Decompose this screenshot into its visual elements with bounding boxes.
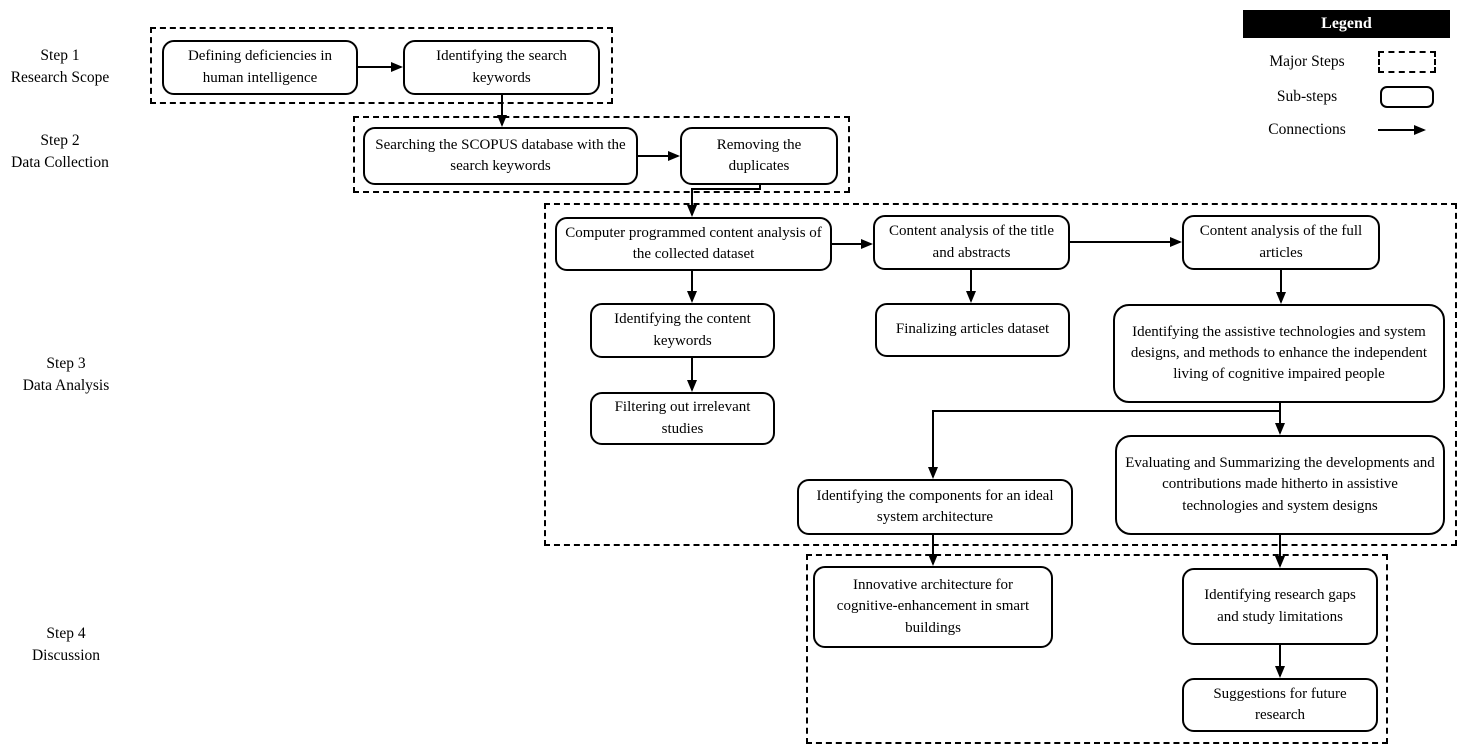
node-label: Defining deficiencies in human intellige… (187, 48, 333, 86)
legend-row-sub-steps: Sub-steps (1243, 86, 1450, 108)
node-label: Evaluating and Summarizing the developme… (1125, 455, 1435, 514)
node-removing-duplicates: Removing the duplicates (680, 127, 838, 185)
step-2-label: Step 2 Data Collection (0, 130, 120, 174)
node-evaluating-summarizing: Evaluating and Summarizing the developme… (1115, 435, 1445, 535)
node-label: Finalizing articles dataset (895, 321, 1050, 338)
node-identifying-components-ideal-architecture: Identifying the components for an ideal … (797, 479, 1073, 535)
step-2-subtitle: Data Collection (11, 154, 109, 171)
node-computer-programmed-analysis: Computer programmed content analysis of … (555, 217, 832, 271)
step-4-subtitle: Discussion (31, 647, 101, 664)
node-suggestions-future-research: Suggestions for future research (1182, 678, 1378, 732)
node-content-analysis-full-articles: Content analysis of the full articles (1182, 215, 1380, 270)
major-step-4-group (806, 554, 1388, 744)
node-label: Content analysis of the full articles (1199, 223, 1363, 261)
step-1-subtitle: Research Scope (10, 69, 110, 86)
node-label: Removing the duplicates (716, 136, 802, 174)
node-content-analysis-title-abstracts: Content analysis of the title and abstra… (873, 215, 1070, 270)
node-identifying-content-keywords: Identifying the content keywords (590, 303, 775, 358)
node-label: Computer programmed content analysis of … (565, 224, 822, 262)
step-3-subtitle: Data Analysis (22, 377, 110, 394)
step-1-title: Step 1 (40, 47, 80, 64)
node-identifying-search-keywords: Identifying the search keywords (403, 40, 600, 95)
node-label: Identifying the components for an ideal … (816, 487, 1054, 525)
node-label: Identifying the content keywords (614, 311, 751, 349)
major-step-2-group (353, 116, 850, 193)
step-2-title: Step 2 (40, 132, 80, 149)
dashed-rectangle-icon (1378, 51, 1436, 73)
node-searching-scopus: Searching the SCOPUS database with the s… (363, 127, 638, 185)
step-3-label: Step 3 Data Analysis (5, 353, 127, 397)
step-4-label: Step 4 Discussion (5, 623, 127, 667)
legend-label-sub-steps: Sub-steps (1276, 88, 1338, 105)
node-label: Identifying the assistive technologies a… (1130, 323, 1428, 383)
step-4-title: Step 4 (46, 625, 86, 642)
node-finalizing-articles-dataset: Finalizing articles dataset (875, 303, 1070, 357)
node-filtering-irrelevant-studies: Filtering out irrelevant studies (590, 392, 775, 445)
node-label: Identifying research gaps and study limi… (1204, 587, 1356, 625)
node-identifying-research-gaps: Identifying research gaps and study limi… (1182, 568, 1378, 645)
node-label: Identifying the search keywords (436, 48, 567, 86)
node-innovative-architecture: Innovative architecture for cognitive-en… (813, 566, 1053, 648)
node-defining-deficiencies: Defining deficiencies in human intellige… (162, 40, 358, 95)
node-label: Filtering out irrelevant studies (614, 399, 751, 437)
node-label: Innovative architecture for cognitive-en… (836, 577, 1030, 636)
node-label: Suggestions for future research (1213, 685, 1347, 723)
legend-label-connections: Connections (1268, 121, 1346, 138)
arrow-icon (1378, 125, 1426, 135)
step-1-label: Step 1 Research Scope (0, 45, 120, 89)
legend-row-connections: Connections (1243, 121, 1450, 139)
legend-title: Legend (1243, 10, 1450, 38)
major-step-1-group (150, 27, 613, 104)
legend: Legend Major Steps Sub-steps Connections (1243, 10, 1450, 139)
rounded-rectangle-icon (1380, 86, 1434, 108)
major-step-3-group (544, 203, 1457, 546)
node-label: Searching the SCOPUS database with the s… (375, 136, 626, 174)
node-label: Content analysis of the title and abstra… (889, 223, 1054, 261)
step-3-title: Step 3 (46, 355, 86, 372)
node-identifying-assistive-technologies: Identifying the assistive technologies a… (1113, 304, 1445, 403)
legend-row-major-steps: Major Steps (1243, 51, 1450, 73)
legend-label-major-steps: Major Steps (1269, 53, 1345, 70)
